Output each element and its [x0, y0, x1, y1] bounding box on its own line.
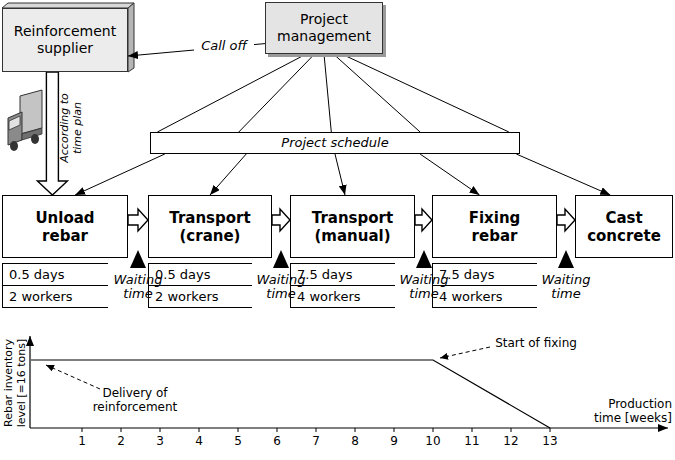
schedule-line	[333, 54, 420, 132]
schedule-arrow	[75, 154, 165, 195]
tick-label: 1	[70, 435, 94, 449]
waiting-triangle	[130, 250, 146, 268]
tick-label: 7	[304, 435, 328, 449]
waiting-triangle	[558, 250, 574, 268]
waiting-time-label: Waiting time	[107, 273, 169, 302]
schedule-band: Project schedule	[150, 132, 520, 154]
push-arrow	[128, 209, 148, 231]
truck-windshield	[9, 116, 20, 130]
waiting-triangle	[273, 250, 289, 268]
axis-label: Production time [weeks]	[584, 398, 672, 426]
schedule-arrow	[516, 154, 610, 195]
box-label: Project schedule	[277, 135, 392, 151]
box-label: Project management	[266, 11, 382, 45]
inventory-line	[31, 360, 550, 428]
tick-label: 4	[187, 435, 211, 449]
tick-label: 10	[421, 435, 445, 449]
box-heading: Unload rebar	[2, 195, 128, 258]
process-box: Unload rebar 0.5 days2 workers	[2, 195, 128, 308]
tick-label: 12	[499, 435, 523, 449]
truck-wheel	[10, 141, 18, 151]
tick-label: 2	[109, 435, 133, 449]
tick-label: 8	[343, 435, 367, 449]
process-box: Fixing rebar7.5 days4 workers	[432, 195, 557, 308]
tick-label: 13	[538, 435, 562, 449]
box-heading: Cast concrete	[575, 195, 673, 258]
process-box: Cast concrete	[575, 195, 673, 258]
annotation-text: Delivery of reinforcement	[87, 387, 183, 415]
data-row: 0.5 days	[2, 263, 108, 286]
waiting-triangle	[416, 250, 432, 268]
axis-label: Rebar inventory level [=16 tons]	[3, 331, 28, 435]
annotation-arrow	[46, 365, 100, 389]
tick-label: 3	[148, 435, 172, 449]
y-axis	[29, 336, 30, 428]
schedule-arrow	[210, 154, 246, 195]
supplier-3d-faces	[2, 3, 134, 72]
waiting-time-label: Waiting time	[393, 273, 455, 302]
edge-label: According to time plan	[59, 83, 84, 173]
push-arrow	[415, 209, 432, 231]
data-row: 4 workers	[290, 286, 395, 308]
management-box: Project management	[265, 2, 383, 54]
annotation-arrow	[440, 347, 490, 358]
box-heading: Fixing rebar	[432, 195, 557, 258]
tick-label: 9	[382, 435, 406, 449]
push-arrow	[557, 209, 575, 231]
schedule-arrow	[335, 154, 345, 195]
schedule-line	[239, 54, 315, 132]
truck-icon	[8, 90, 42, 151]
truck-cargo	[20, 90, 42, 134]
data-row: 2 workers	[2, 286, 108, 308]
edge-label: Call off	[194, 39, 254, 54]
tick-label: 6	[265, 435, 289, 449]
tick-label: 5	[226, 435, 250, 449]
x-axis	[30, 427, 668, 428]
data-row: 4 workers	[432, 286, 537, 308]
push-arrow	[272, 209, 290, 231]
box-label: Reinforcement supplier	[3, 23, 127, 57]
annotation-text: Start of fixing	[481, 337, 591, 351]
tick-label: 11	[460, 435, 484, 449]
waiting-time-label: Waiting time	[250, 273, 312, 302]
data-row: 7.5 days	[290, 263, 395, 286]
supplier-box: Reinforcement supplier	[2, 8, 128, 72]
factory-side-face	[128, 3, 134, 72]
box-heading: Transport (crane)	[148, 195, 272, 258]
schedule-line	[324, 54, 331, 132]
axis-ticks	[82, 428, 550, 432]
truck-wheel	[31, 134, 39, 144]
truck-cab	[8, 112, 22, 145]
schedule-arrow	[420, 154, 479, 195]
inventory-chart	[30, 336, 668, 432]
schedule-line	[342, 54, 509, 132]
waiting-time-label: Waiting time	[535, 273, 597, 302]
data-row: 2 workers	[148, 286, 252, 308]
box-heading: Transport (manual)	[290, 195, 415, 258]
process-box: Transport (crane) 0.5 days2 workers	[148, 195, 272, 308]
process-box: Transport (manual) 7.5 days4 workers	[290, 195, 415, 308]
schedule-line	[157, 54, 306, 132]
data-row: 0.5 days	[148, 263, 252, 286]
